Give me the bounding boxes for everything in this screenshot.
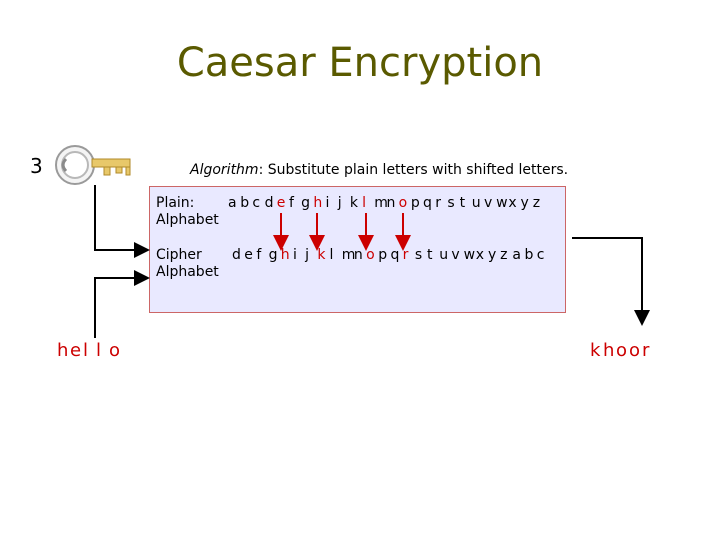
cipher-letter-k: k	[317, 247, 326, 263]
cipher-letter-d: d	[232, 247, 241, 263]
plain-label-line2: Alphabet	[156, 212, 219, 228]
cipher-letter-a: a	[512, 247, 521, 263]
cipher-letter-p: p	[378, 247, 388, 263]
cipher-letter-q: q	[390, 247, 400, 263]
plain-letter-h: h	[313, 195, 323, 211]
cipher-alphabet-label: Cipher Alphabet	[156, 247, 219, 281]
plain-letter-t: t	[459, 195, 466, 211]
cipher-label-line2: Alphabet	[156, 264, 219, 280]
cipher-letter-j: j	[305, 247, 310, 263]
cipher-letter-m: m	[341, 247, 356, 263]
plain-letter-b: b	[240, 195, 250, 211]
alphabet-panel	[149, 186, 566, 313]
plain-label-line1: Plain:	[156, 195, 195, 211]
plain-letter-z: z	[532, 195, 541, 211]
cipher-letter-e: e	[244, 247, 253, 263]
plain-letter-k: k	[349, 195, 358, 211]
cipher-letter-u: u	[439, 247, 449, 263]
plain-letter-a: a	[228, 195, 237, 211]
shift-arrows	[273, 213, 411, 251]
plain-letter-e: e	[276, 195, 286, 211]
cipher-letter-c: c	[536, 247, 545, 263]
cipher-letter-y: y	[487, 247, 497, 263]
plain-letter-m: m	[374, 195, 388, 211]
plain-letter-g: g	[301, 195, 311, 211]
plaintext-letter: o	[109, 340, 121, 361]
plaintext-to-cipher-arrow	[94, 270, 150, 338]
plain-letter-x: x	[508, 195, 517, 211]
output-arrow	[572, 237, 650, 326]
ciphertext-letter: k	[590, 340, 601, 361]
plain-letter-l: l	[362, 195, 366, 211]
algorithm-description: Algorithm: Substitute plain letters with…	[190, 162, 568, 178]
plain-letter-f: f	[288, 195, 294, 211]
plain-letter-p: p	[410, 195, 420, 211]
cipher-letter-z: z	[500, 247, 508, 263]
plaintext-letter: e	[70, 340, 82, 361]
cipher-letter-f: f	[256, 247, 262, 263]
ciphertext-letter: h	[603, 340, 615, 361]
plain-letter-w: w	[496, 195, 508, 211]
algorithm-text: : Substitute plain letters with shifted …	[258, 162, 569, 178]
plain-letter-c: c	[252, 195, 261, 211]
cipher-letter-g: g	[268, 247, 278, 263]
cipher-letter-h: h	[280, 247, 290, 263]
plain-letter-s: s	[447, 195, 455, 211]
cipher-letter-t: t	[427, 247, 433, 263]
cipher-label-line1: Cipher	[156, 247, 202, 263]
key-to-plain-arrow	[94, 185, 150, 258]
plain-letter-v: v	[483, 195, 493, 211]
cipher-letter-w: w	[463, 247, 476, 263]
cipher-letter-o: o	[366, 247, 375, 263]
ciphertext-letter: r	[642, 340, 650, 361]
plain-letter-d: d	[264, 195, 274, 211]
plain-letter-r: r	[435, 195, 441, 211]
plain-letter-o: o	[398, 195, 408, 211]
plaintext-letter: l	[83, 340, 89, 361]
cipher-letter-b: b	[524, 247, 534, 263]
cipher-letter-n: n	[353, 247, 363, 263]
plain-letter-u: u	[471, 195, 481, 211]
plaintext-letter: h	[57, 340, 69, 361]
cipher-letter-r: r	[402, 247, 409, 263]
plaintext-letter: l	[96, 340, 102, 361]
ciphertext-letter: o	[616, 340, 628, 361]
cipher-letter-v: v	[451, 247, 460, 263]
cipher-letter-i: i	[292, 247, 297, 263]
algorithm-label: Algorithm	[190, 162, 259, 178]
plain-letter-q: q	[423, 195, 432, 211]
key-icon	[55, 145, 131, 185]
plain-alphabet-label: Plain: Alphabet	[156, 195, 219, 229]
page-title: Caesar Encryption	[176, 40, 544, 86]
key-value: 3	[30, 154, 43, 178]
cipher-letter-l: l	[329, 247, 334, 263]
cipher-letter-x: x	[475, 247, 485, 263]
ciphertext-letter: o	[629, 340, 641, 361]
plain-letter-i: i	[325, 195, 330, 211]
plain-letter-y: y	[520, 195, 529, 211]
plain-letter-j: j	[337, 195, 342, 211]
plain-letter-n: n	[386, 195, 396, 211]
cipher-letter-s: s	[414, 247, 423, 263]
